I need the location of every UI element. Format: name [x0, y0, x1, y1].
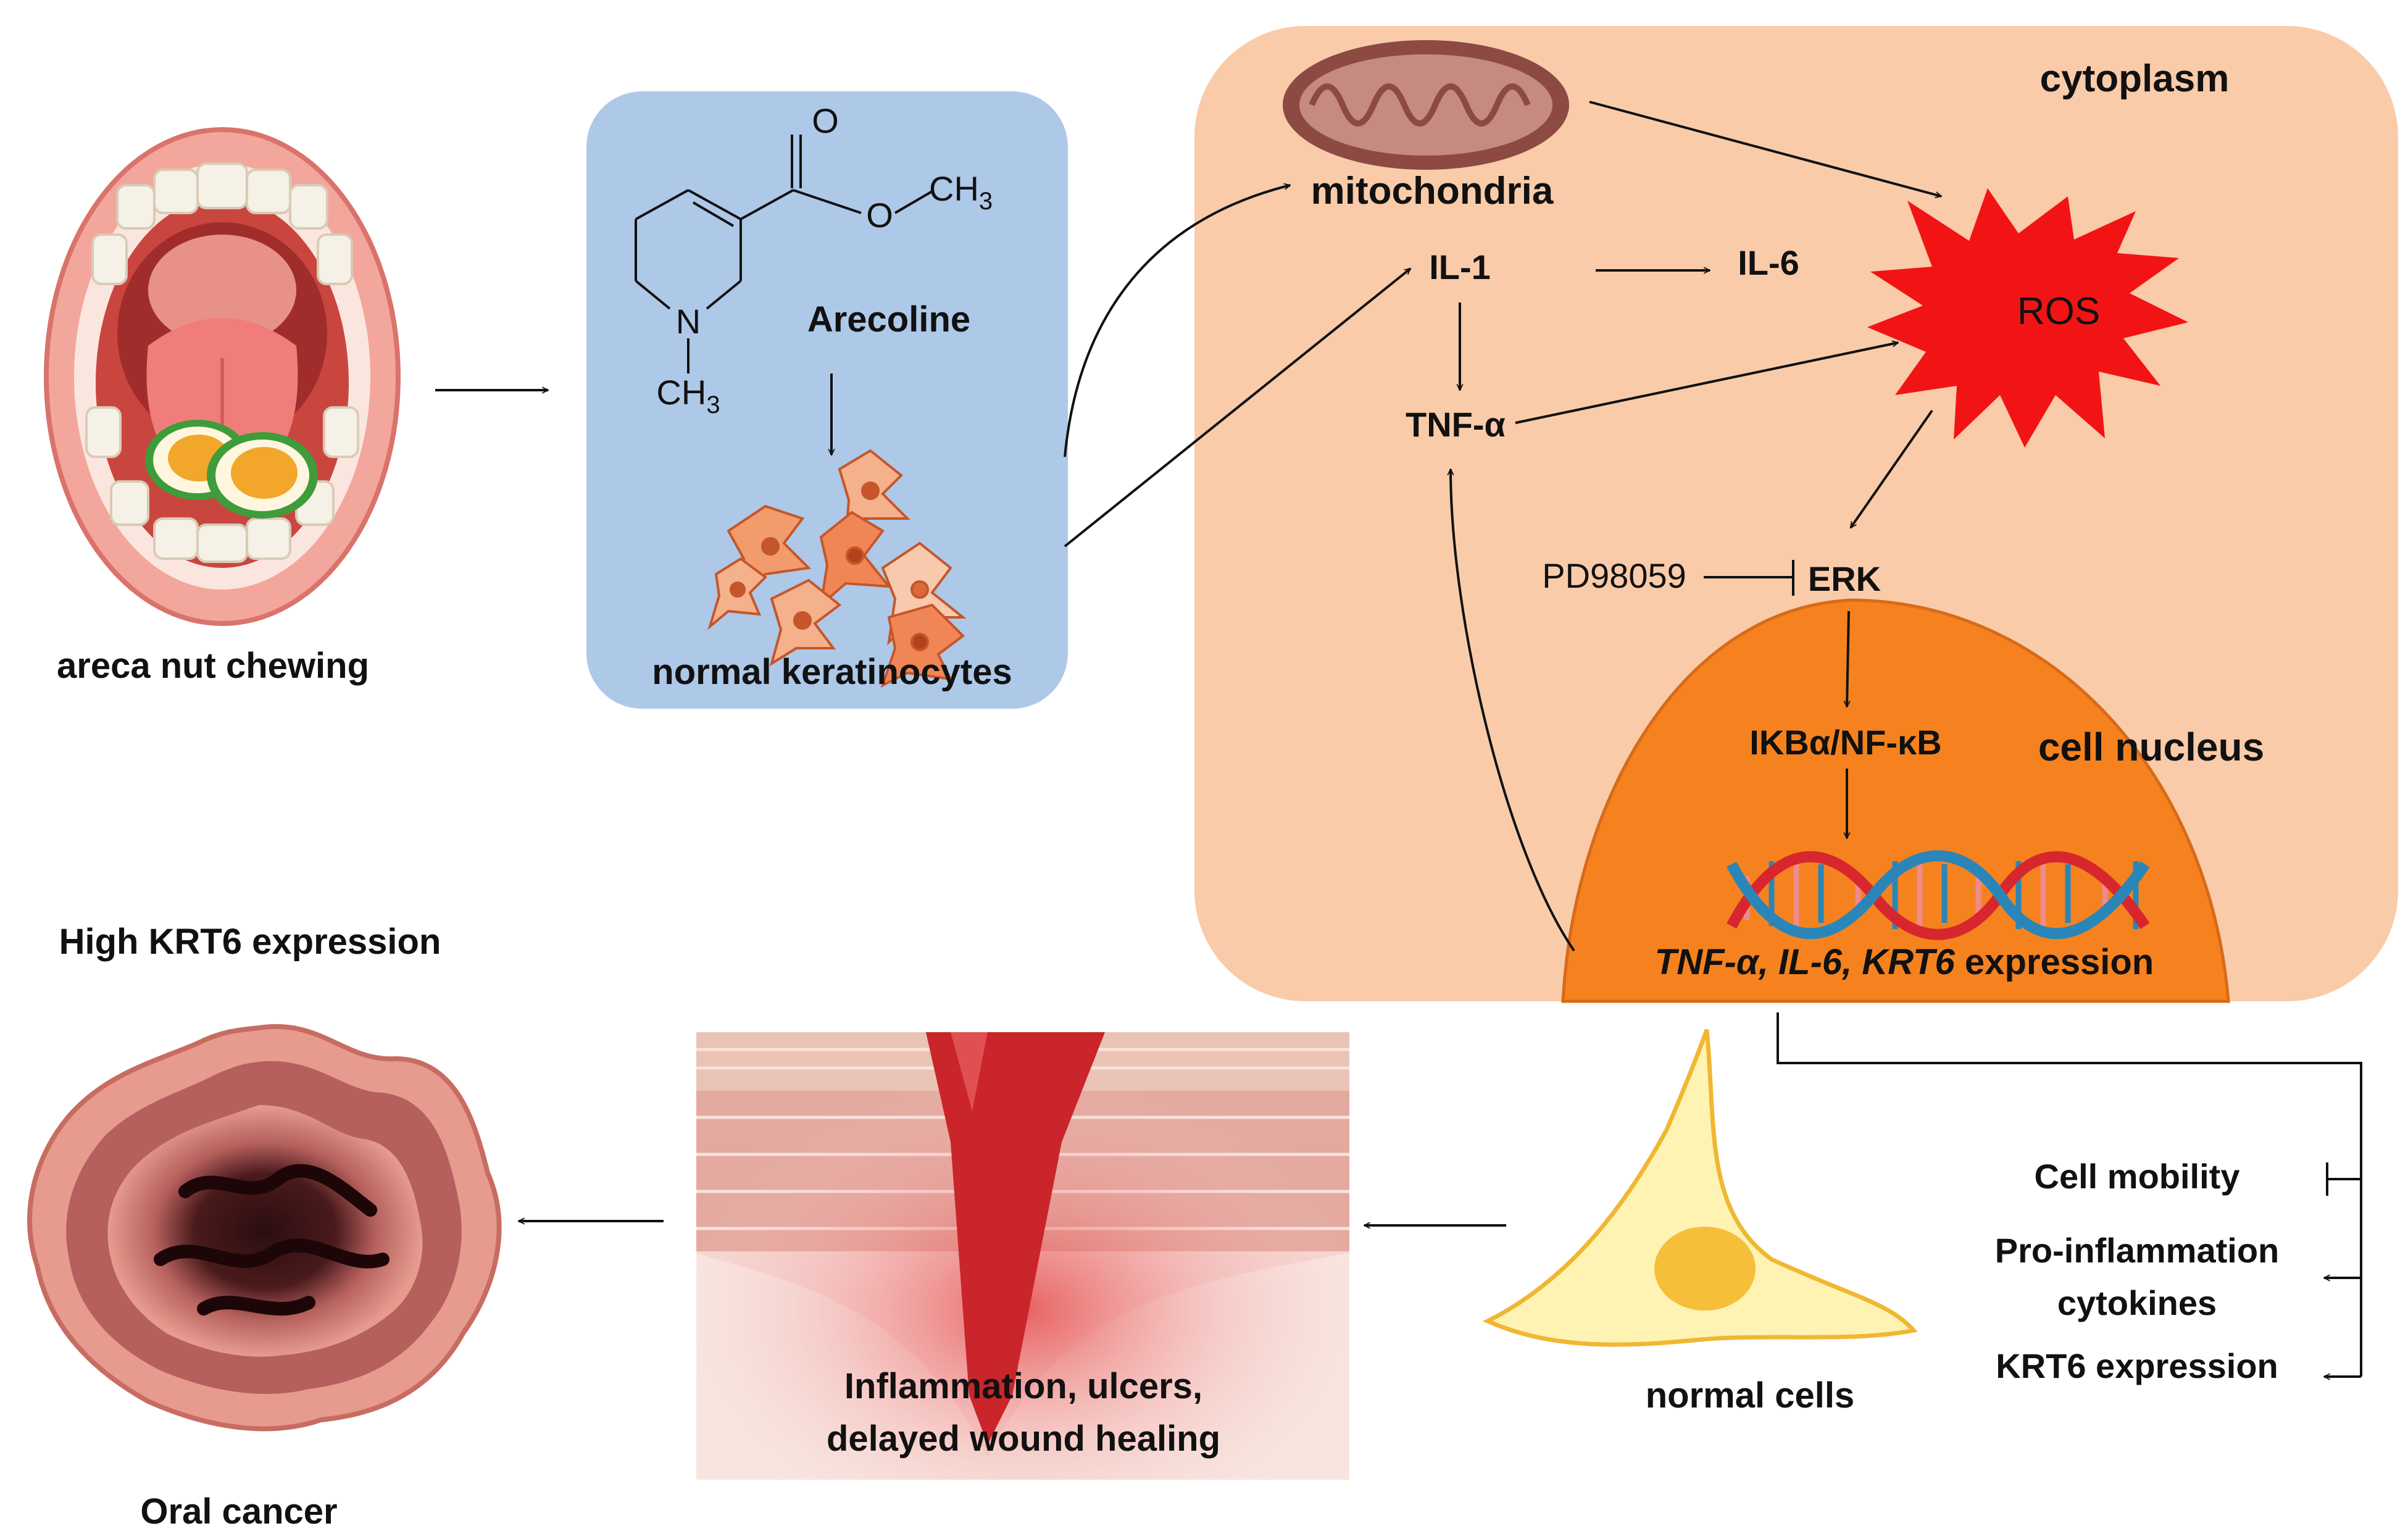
label-ikb-nfkb: IKBα/NF-κB	[1749, 723, 1941, 762]
arrow-mitochondria-to-ros	[1589, 101, 1941, 196]
chem-methyl-bottom: CH3	[656, 373, 720, 419]
label-high-krt6-expression: High KRT6 expression	[59, 922, 441, 962]
ros-starburst-icon	[1867, 188, 2188, 448]
arrow-tnf-to-ros	[1515, 343, 1898, 424]
areca-nut-slice-icon	[145, 420, 318, 519]
normal-cell-icon	[1482, 1028, 1918, 1347]
label-cytokines: cytokines	[2057, 1283, 2217, 1322]
normal-cell-nucleus-icon	[1654, 1227, 1756, 1311]
arrow-keratinocytes-to-il-1	[1064, 267, 1410, 548]
pathway-arrows	[1064, 101, 1941, 952]
label-oral-cancer: Oral cancer	[140, 1491, 337, 1532]
chem-ester-oxygen: O	[866, 196, 893, 235]
label-cytoplasm: cytoplasm	[2040, 57, 2230, 100]
chem-methyl-top: CH3	[929, 169, 993, 215]
label-pd98059: PD98059	[1542, 556, 1686, 595]
arrow-erk-to-ikb	[1847, 611, 1849, 707]
dna-helix-icon	[1727, 850, 2150, 940]
label-areca-nut-chewing: areca nut chewing	[57, 646, 369, 686]
label-krt6-expression: KRT6 expression	[1996, 1346, 2278, 1385]
label-normal-cells: normal cells	[1646, 1375, 1854, 1416]
chem-nitrogen: N	[676, 302, 701, 341]
label-inflammation-line2: delayed wound healing	[827, 1419, 1220, 1459]
label-tnf-alpha: TNF-α	[1406, 405, 1506, 444]
wound-skin-illustration	[696, 1032, 1349, 1480]
arrow-expression-feedback-to-tnf	[1451, 469, 1575, 952]
oral-cancer-tumor-icon	[27, 1024, 502, 1432]
label-cell-nucleus: cell nucleus	[2038, 725, 2264, 769]
open-mouth-illustration	[44, 127, 401, 626]
output-bracket-connectors	[1777, 1012, 2362, 1377]
label-arecoline: Arecoline	[807, 299, 970, 340]
label-gene-expression: TNF-α, IL-6, KRT6 expression	[1655, 942, 2154, 982]
arecoline-structure	[635, 135, 933, 373]
label-inflammation-line1: Inflammation, ulcers,	[844, 1366, 1202, 1406]
arrow-keratinocytes-to-mitochondria	[1064, 185, 1290, 457]
cell-nucleus-shape	[1561, 598, 2230, 1003]
mitochondria-icon	[1283, 40, 1569, 170]
chem-carbonyl-oxygen: O	[812, 101, 839, 140]
arecoline-panel	[586, 91, 1068, 709]
label-ros: ROS	[2017, 290, 2100, 333]
label-cell-mobility: Cell mobility	[2035, 1157, 2240, 1196]
label-erk: ERK	[1808, 559, 1881, 598]
keratinocyte-cells-icon	[707, 449, 967, 688]
label-normal-keratinocytes: normal keratinocytes	[652, 652, 1012, 692]
label-pro-inflammation: Pro-inflammation	[1995, 1231, 2279, 1270]
arrow-ros-to-erk	[1849, 409, 1933, 528]
label-mitochondria: mitochondria	[1311, 170, 1554, 212]
label-il-6: IL-6	[1738, 243, 1799, 282]
label-il-1: IL-1	[1429, 248, 1491, 286]
